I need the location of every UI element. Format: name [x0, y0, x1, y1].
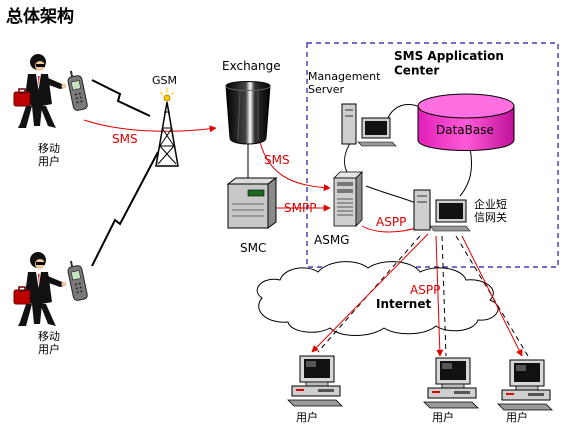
businessman-with-phone-icon [13, 53, 68, 129]
aspp-link-arrow [461, 235, 523, 357]
lightning-link-icon [91, 151, 159, 267]
management-server-icon [341, 103, 397, 147]
enterprise-gateway-icon [413, 189, 471, 232]
enterprise-gateway-label: 企业短信网关 [474, 197, 507, 224]
server-tower-icon [333, 171, 363, 227]
exchange-label: Exchange [222, 59, 281, 73]
smpp-label: SMPP [284, 201, 316, 215]
database-link [459, 147, 473, 197]
internet-label: Internet [376, 297, 431, 311]
mgmt-server-link [344, 139, 353, 175]
smc-label: SMC [240, 241, 266, 255]
desktop-computer-icon [287, 355, 343, 407]
antenna-tower-icon [155, 88, 179, 167]
desktop-computer-icon [423, 357, 479, 409]
sms-label-1: SMS [112, 132, 138, 146]
mobile-user-label-1: 移动用户 [38, 142, 60, 168]
app-center-boundary [306, 42, 559, 268]
database-label: DataBase [436, 123, 494, 137]
sms-link-arrow [83, 119, 217, 133]
mobile-phone-icon [65, 68, 89, 112]
aspp-label-1: ASPP [376, 215, 406, 229]
internet-link [317, 235, 421, 353]
switch-exchange-icon [225, 81, 271, 145]
sms-link-arrow [259, 141, 331, 192]
lightning-link-icon [91, 79, 151, 117]
aspp-label-2: ASPP [410, 283, 440, 297]
user-label-2: 用户 [432, 410, 454, 424]
gsm-label: GSM [152, 74, 177, 87]
sms-label-2: SMS [264, 153, 290, 167]
database-cylinder-icon [417, 93, 515, 151]
page-title: 总体架构 [6, 6, 74, 27]
smc-server-icon [226, 177, 278, 229]
user-label-3: 用户 [506, 410, 528, 424]
desktop-computer-icon [497, 359, 553, 411]
mobile-user-label-2: 移动用户 [38, 330, 60, 356]
aspp-link-arrow [311, 233, 429, 353]
mobile-phone-icon [65, 258, 89, 302]
internet-link [441, 235, 447, 357]
asmg-label: ASMG [314, 233, 349, 247]
businessman-with-phone-icon [13, 251, 68, 327]
user-label-1: 用户 [296, 410, 318, 424]
aspp-link-arrow [435, 235, 444, 357]
